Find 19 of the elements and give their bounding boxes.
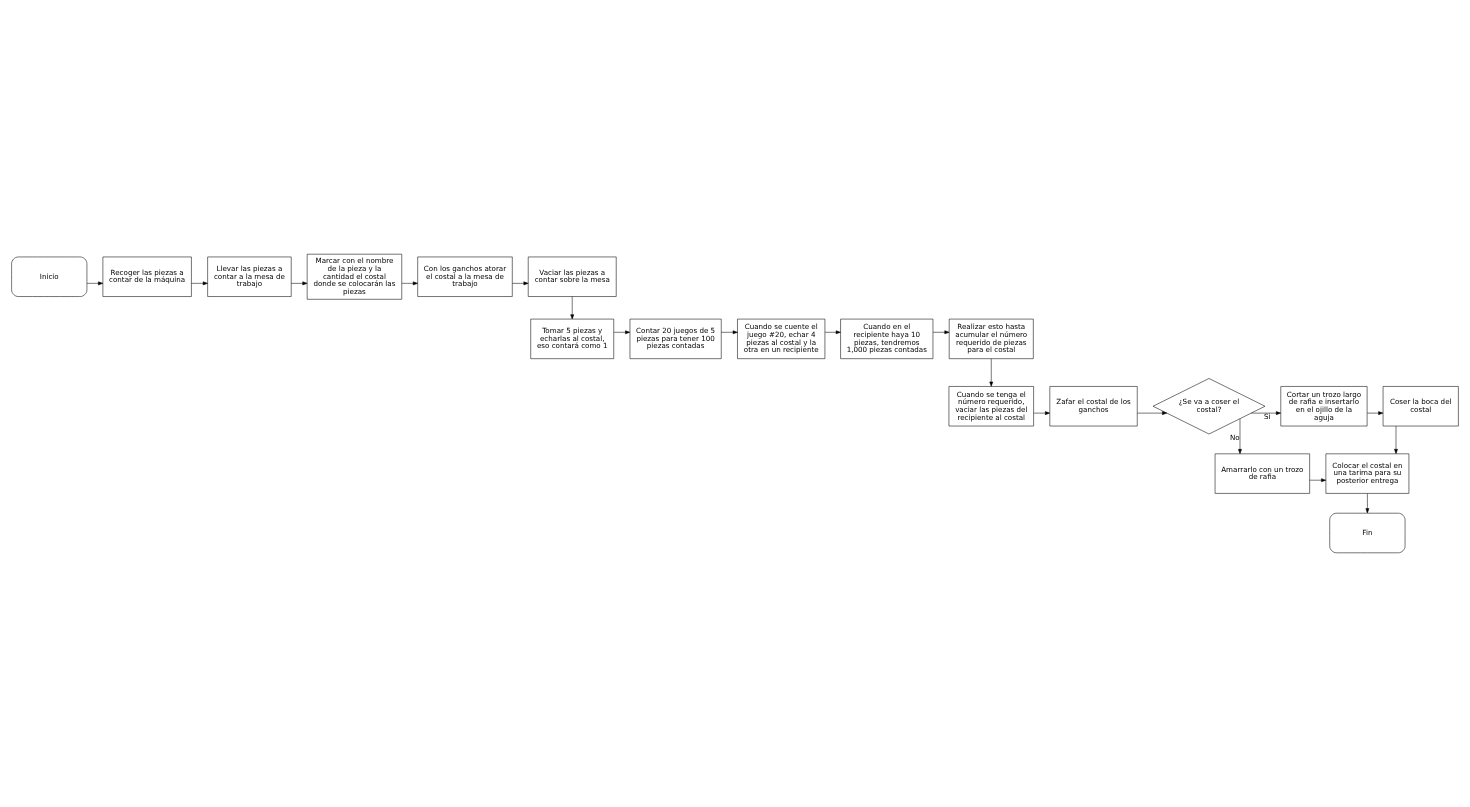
arrow: [191, 281, 208, 286]
arrow: [512, 281, 529, 286]
arrow: [1238, 418, 1242, 455]
arrow: [613, 330, 631, 335]
arrow: [290, 281, 308, 286]
arrow: [1309, 478, 1327, 483]
arrow: [824, 330, 841, 335]
arrow: [86, 281, 104, 286]
arrow: [989, 358, 994, 387]
arrow: [1366, 411, 1384, 415]
arrow: [401, 281, 418, 286]
arrow: [570, 296, 575, 320]
arrow: [1250, 411, 1281, 415]
arrow: [1365, 493, 1370, 514]
arrow: [1033, 411, 1050, 415]
arrow: [1137, 411, 1168, 415]
arrow: [1394, 425, 1398, 454]
arrow: [932, 330, 950, 335]
arrow: [721, 330, 738, 335]
